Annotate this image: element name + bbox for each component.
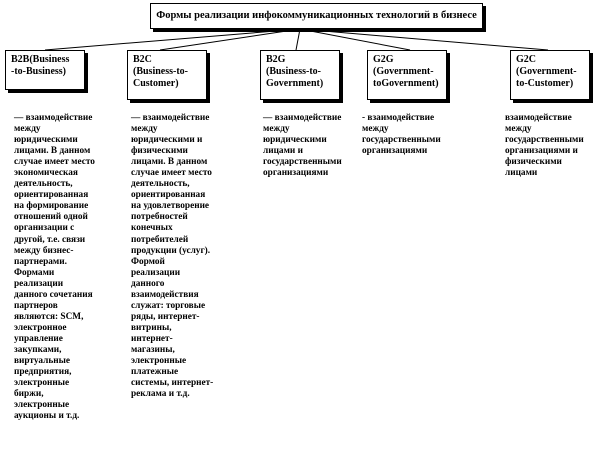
category-box-g2c: G2C (Government- to-Customer) [510,50,590,100]
connector-b2b [44,28,301,51]
description-g2g: - взаимодействие между государственными … [362,113,441,157]
connector-g2c [299,28,549,51]
connector-b2c [159,28,301,51]
description-g2c: взаимодействие между государственными ор… [505,113,584,179]
category-box-b2g: B2G (Business-to- Government) [260,50,340,100]
connector-b2g [295,28,301,51]
category-box-b2c: B2C (Business-to- Customer) [127,50,207,100]
description-b2b: — взаимодействие между юридическими лица… [14,113,95,422]
description-b2g: — взаимодействие между юридическими лица… [263,113,342,179]
category-box-g2g: G2G (Government- toGovernment) [367,50,447,100]
description-b2c: — взаимодействие между юридическими и фи… [131,113,214,400]
connector-g2g [299,28,411,51]
diagram-title: Формы реализации инфокоммуникационных те… [150,3,483,29]
category-box-b2b: B2B(Business -to-Business) [5,50,85,90]
